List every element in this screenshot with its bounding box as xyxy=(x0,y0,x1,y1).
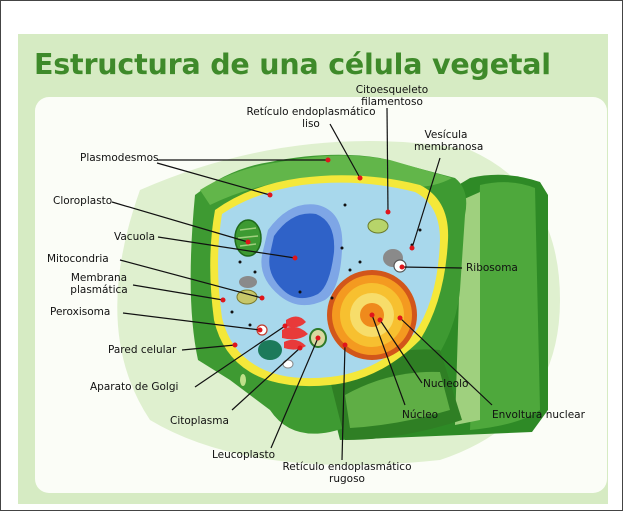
label-vesicula-line1: Vesícula xyxy=(424,129,468,141)
cell-wall-cutaway-light xyxy=(345,371,450,428)
page-title: Estructura de una célula vegetal xyxy=(34,48,551,81)
label-reticulo-rugoso-line2: rugoso xyxy=(329,473,365,485)
cell-wall-top xyxy=(200,155,452,205)
label-membrana-plasmatica: Membrana plasmática xyxy=(66,272,132,296)
leader-lines xyxy=(111,107,493,461)
label-nucleo: Núcleo xyxy=(402,409,439,421)
label-vesicula-membranosa: Vesícula membranosa xyxy=(414,129,484,153)
label-membrana-line1: Membrana xyxy=(70,272,128,284)
label-citoesqueleto-line1: Citoesqueleto xyxy=(355,84,429,96)
cell-wall-side-face xyxy=(470,182,540,430)
label-vacuola: Vacuola xyxy=(114,231,156,243)
label-reticulo-liso-line2: liso xyxy=(302,118,320,130)
label-leucoplasto: Leucoplasto xyxy=(212,449,276,461)
label-aparato-golgi: Aparato de Golgi xyxy=(90,381,179,393)
golgi-apparatus xyxy=(282,316,308,350)
label-pared-celular: Pared celular xyxy=(108,344,177,356)
label-envoltura-nuclear: Envoltura nuclear xyxy=(492,409,585,421)
label-citoesqueleto: Citoesqueleto filamentoso xyxy=(354,84,430,108)
label-reticulo-rugoso: Retículo endoplasmático rugoso xyxy=(282,461,412,485)
label-cloroplasto: Cloroplasto xyxy=(53,195,113,207)
vacuole-inner xyxy=(269,213,335,299)
leader-dots xyxy=(220,157,415,351)
label-membrana-line2: plasmática xyxy=(70,284,128,296)
label-peroxisoma: Peroxisoma xyxy=(50,306,111,318)
label-ribosoma: Ribosoma xyxy=(466,262,518,274)
label-reticulo-rugoso-line1: Retículo endoplasmático xyxy=(282,461,412,473)
ribosomes xyxy=(230,203,422,327)
label-plasmodesmos: Plasmodesmos xyxy=(80,152,159,164)
label-citoplasma: Citoplasma xyxy=(170,415,229,427)
label-mitocondria: Mitocondria xyxy=(47,253,109,265)
label-vesicula-line2: membranosa xyxy=(414,141,484,153)
label-reticulo-liso: Retículo endoplasmático liso xyxy=(246,106,376,130)
label-reticulo-liso-line1: Retículo endoplasmático xyxy=(246,106,376,118)
label-citoesqueleto-line2: filamentoso xyxy=(361,96,423,108)
label-nucleolo: Nucleolo xyxy=(423,378,469,390)
